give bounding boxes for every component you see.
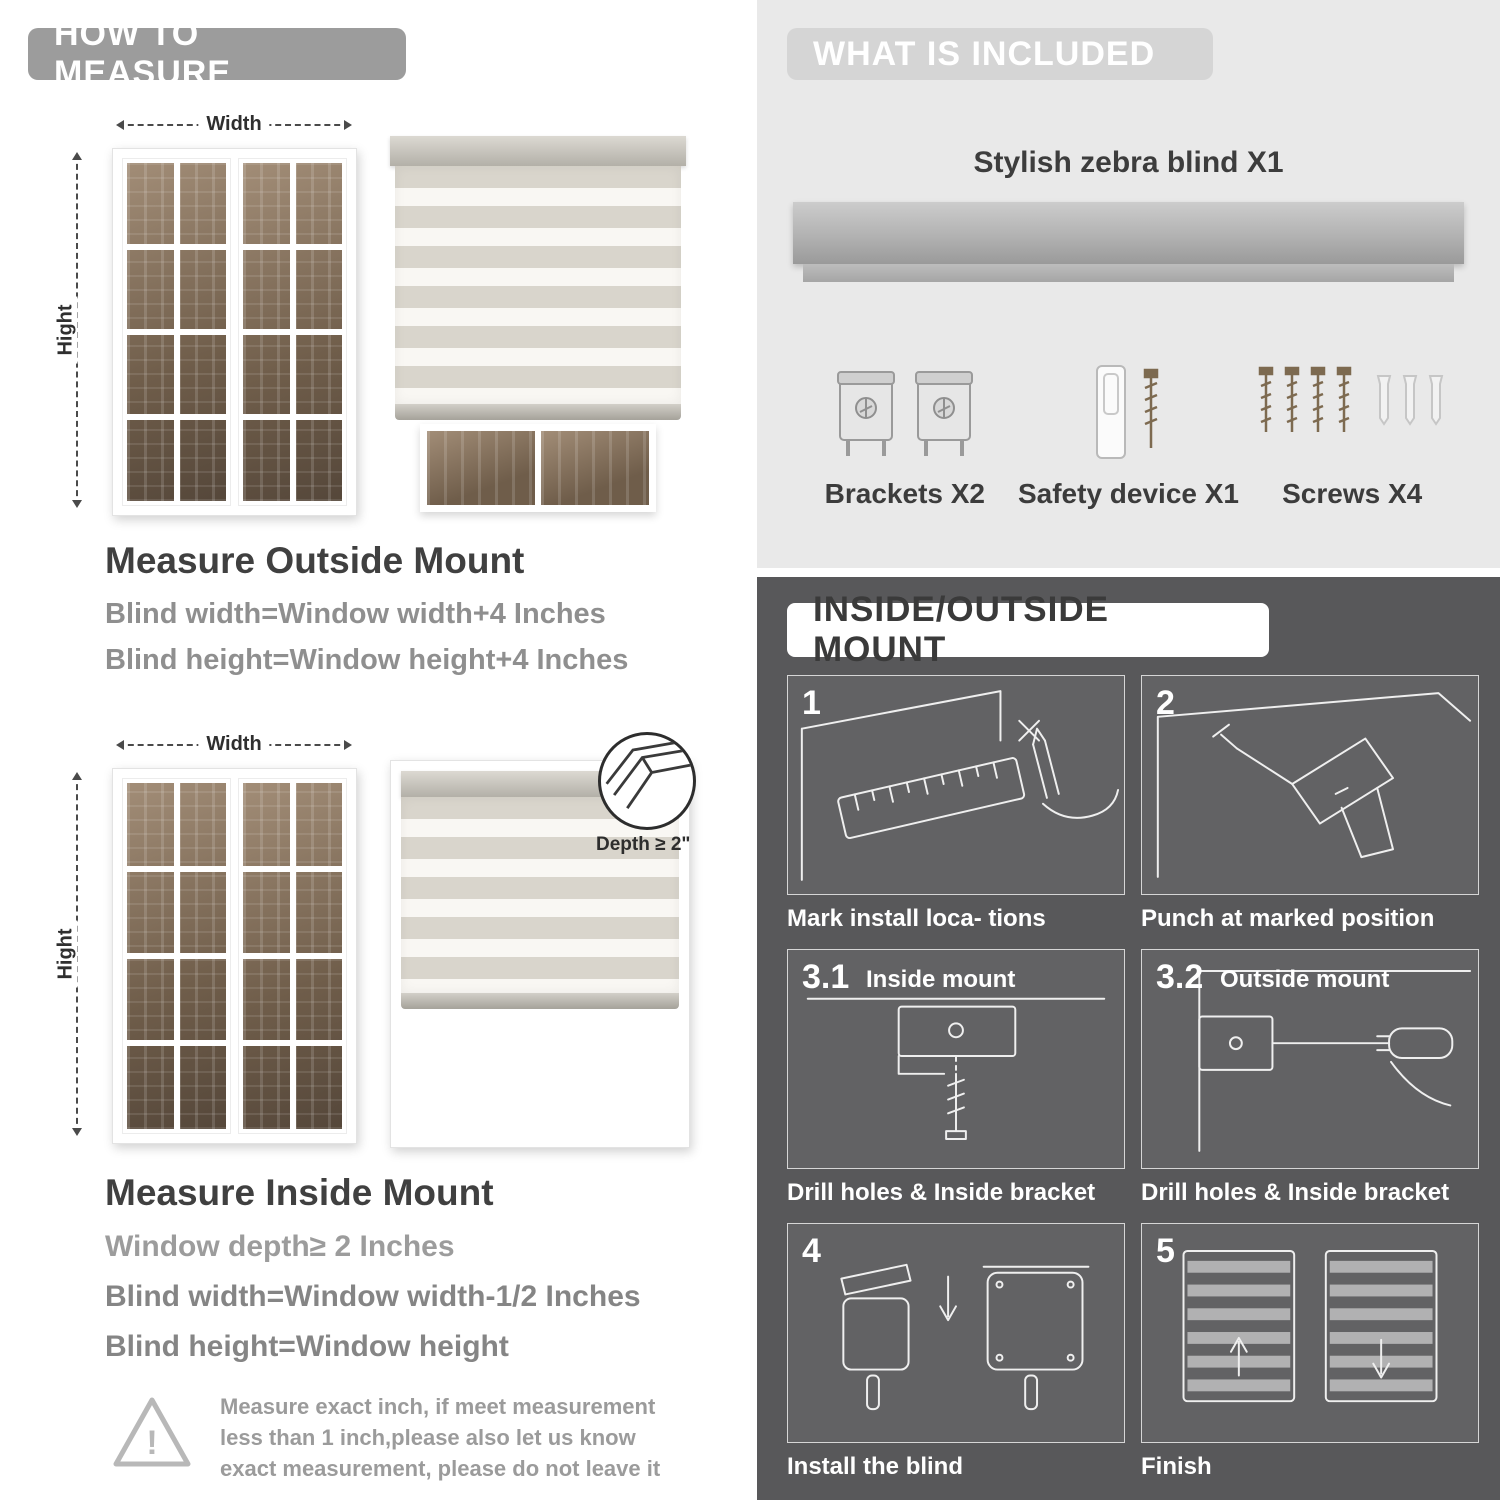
window-pane [541,431,649,505]
drill-illustration [1156,692,1472,878]
step-3-2-panel: 3.2 Outside mount [1141,949,1479,1169]
safety-device-label: Safety device X1 [1017,478,1240,509]
window-illustration [112,768,357,1144]
window-panes [243,163,342,501]
step-caption: Install the blind [787,1453,964,1480]
zebra-blind-headrail-lip [803,264,1454,282]
included-item-brackets: Brackets X2 [793,330,1017,510]
window-peek [420,424,656,512]
window-peek [401,1013,679,1137]
outside-mount-line2: Blind height=Window height+4 Inches [105,644,629,676]
step-sub-label: Inside mount [866,966,1016,993]
step-caption: Drill holes & Inside bracket [1141,1179,1450,1206]
inside-outside-mount-header: INSIDE/OUTSIDE MOUNT [787,590,1269,669]
height-label: Hight [54,920,78,988]
screws-icon [1252,330,1452,462]
zebra-blind-headrail-image [793,202,1464,264]
outside-mount-figures: Width Hight [54,108,700,528]
finish-illustration [1182,1249,1438,1403]
step-2: 2 Punch at marked position [1141,675,1479,939]
what-is-included-header: WHAT IS INCLUDED [787,28,1213,80]
warning-text: Measure exact inch, if meet measurement … [220,1394,661,1481]
step-4: 4 [787,1223,1125,1487]
step-caption: Finish [1141,1453,1212,1480]
window-sash [122,158,231,506]
brackets-label: Brackets X2 [824,478,985,509]
install-blind-illustration [840,1263,1090,1411]
width-label: Width [198,113,270,136]
width-arrow: Width [116,733,352,756]
step-1: 1 [787,675,1125,939]
blind-stripes [401,797,679,993]
zebra-blind-count-label: Stylish zebra blind X1 [973,146,1284,179]
window-sash [238,778,347,1134]
inside-outside-mount-section: INSIDE/OUTSIDE MOUNT 1 [757,577,1500,1500]
step-2-panel: 2 [1141,675,1479,895]
outside-bracket-illustration [1198,970,1472,1152]
warning-triangle-icon: ! [113,1397,191,1467]
step-number: 3.2 [1156,958,1204,996]
step-sub-label: Outside mount [1220,966,1390,993]
step-3-2: 3.2 Outside mount Dr [1141,949,1479,1213]
included-item-safety-device: Safety device X1 [1017,330,1241,510]
step-caption: Punch at marked position [1141,905,1435,932]
width-label: Width [198,733,270,756]
window-panes [243,783,342,1129]
window-panes [127,163,226,501]
window-illustration [112,148,357,516]
what-is-included-section: WHAT IS INCLUDED Stylish zebra blind X1 [757,0,1500,568]
step-5: 5 [1141,1223,1479,1487]
bracket-icon [834,330,976,462]
outside-mount-line1: Blind width=Window width+4 Inches [105,598,606,630]
svg-text:!: ! [146,1424,157,1462]
step-5-panel: 5 [1141,1223,1479,1443]
window-panes [127,783,226,1129]
measurement-warning: ! Measure exact inch, if meet measuremen… [110,1392,690,1484]
depth-label: Depth ≥ 2" [596,834,691,855]
width-arrow: Width [116,113,352,136]
step-4-panel: 4 [787,1223,1125,1443]
safety-device-icon [1069,330,1189,462]
step-caption: Drill holes & Inside bracket [787,1179,1096,1206]
inside-mount-line3: Blind height=Window height [105,1330,509,1363]
included-item-screws: Screws X4 [1240,330,1464,510]
blind-stripes [395,166,681,404]
mark-locations-illustration [800,690,1120,881]
step-number: 2 [1156,684,1175,722]
how-to-measure-section: HOW TO MEASURE Width Hight [0,0,737,1500]
height-arrow: Hight [54,152,82,508]
outside-mount-title: Measure Outside Mount [105,540,525,581]
window-pane [543,1013,679,1137]
window-sash [238,158,347,506]
blind-bottom-rail [401,993,679,1009]
height-arrow: Hight [54,772,82,1136]
window-pane [427,431,535,505]
height-label: Hight [54,296,78,364]
depth-magnifier-icon [598,732,696,830]
inside-mount-line1: Window depth≥ 2 Inches [105,1230,455,1263]
step-3-1-panel: 3.1 Inside mount [787,949,1125,1169]
inside-mount-figures: Width Hight [54,728,720,1160]
inside-bracket-illustration [806,997,1106,1141]
step-number: 1 [802,684,821,722]
step-caption: Mark install loca- tions [787,905,1046,932]
window-sash [122,778,231,1134]
inside-mount-line2: Blind width=Window width-1/2 Inches [105,1280,641,1313]
how-to-measure-header: HOW TO MEASURE [28,15,406,92]
zebra-blind-illustration-outside [390,136,686,512]
included-items-row: Brackets X2 Safety device X1 [793,330,1464,510]
step-number: 3.1 [802,958,850,996]
step-3-1: 3.1 Inside mount [787,949,1125,1213]
step-1-panel: 1 [787,675,1125,895]
window-pane [401,1013,537,1137]
inside-mount-title: Measure Inside Mount [105,1172,494,1213]
screws-label: Screws X4 [1282,478,1423,509]
mount-steps-grid: 1 [787,675,1479,1487]
blind-cassette [390,136,686,166]
step-number: 4 [802,1232,821,1270]
blind-bottom-rail [395,404,681,420]
step-number: 5 [1156,1232,1175,1270]
